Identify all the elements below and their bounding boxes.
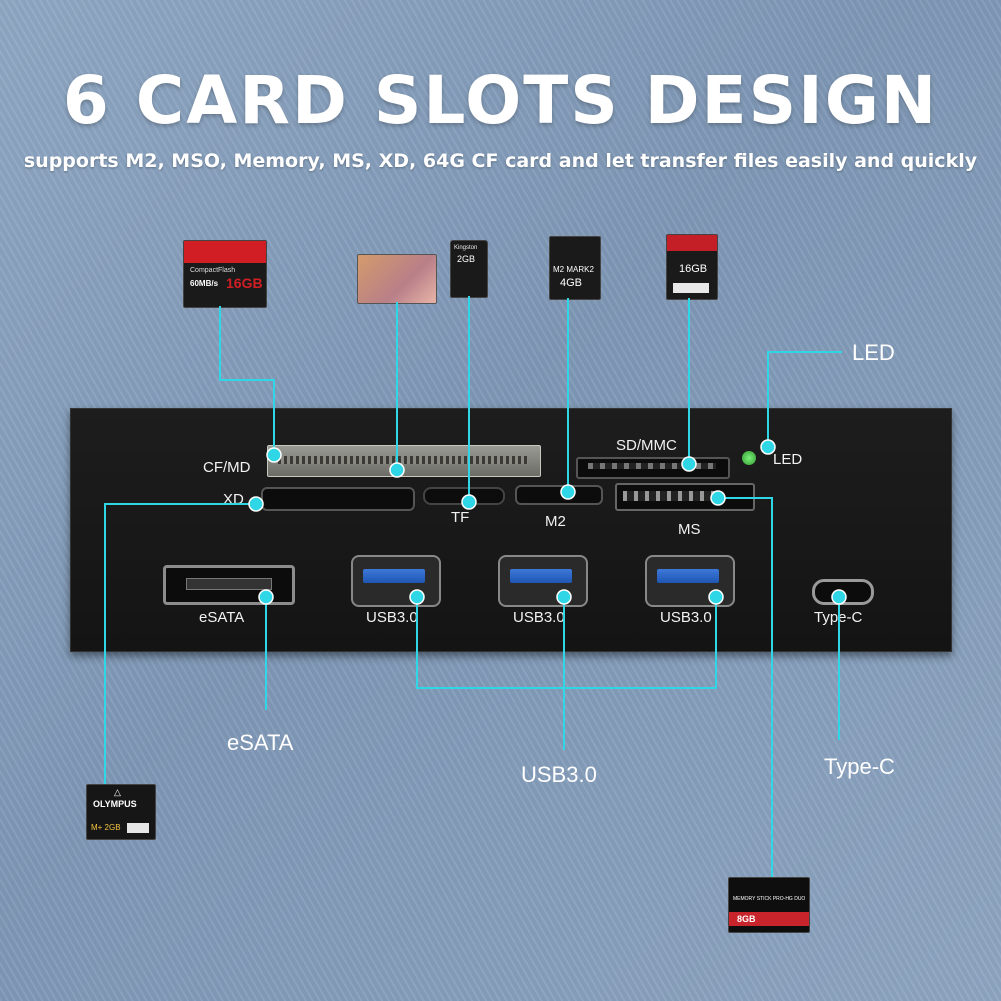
label-usb3-2: USB3.0 <box>513 609 565 626</box>
dot-tf <box>461 494 477 510</box>
callout-esata: eSATA <box>227 730 294 755</box>
label-tf: TF <box>451 509 470 526</box>
dot-usb1 <box>409 589 425 605</box>
tf-card-brand: Kingston <box>454 245 478 251</box>
cf-card-brand: CompactFlash <box>190 267 236 274</box>
label-sd-mmc: SD/MMC <box>616 437 677 454</box>
ms-card: MEMORY STICK PRO-HG DUO 8GB <box>728 877 810 933</box>
led-indicator <box>742 451 756 465</box>
cf-card-capacity: 16GB <box>226 275 263 291</box>
ms-card-capacity: 8GB <box>737 914 756 924</box>
line-usb <box>416 597 717 689</box>
label-usb3-1: USB3.0 <box>366 609 418 626</box>
sd-card-capacity: 16GB <box>679 263 708 275</box>
label-m2: M2 <box>545 513 566 530</box>
md-card <box>357 254 437 304</box>
xd-card-brand: OLYMPUS <box>93 799 137 809</box>
tf-card: Kingston 2GB <box>450 240 488 298</box>
callout-led: LED <box>852 340 895 365</box>
dot-esata <box>258 589 274 605</box>
sd-card: 16GB <box>666 234 718 300</box>
dot-cf <box>266 447 282 463</box>
line-led <box>767 351 842 447</box>
m2-card: M2 MARK2 4GB <box>549 236 601 300</box>
line-cf <box>219 306 275 455</box>
m2-card-text: M2 MARK2 <box>553 265 594 274</box>
xd-slot[interactable] <box>261 487 415 511</box>
label-usb3-3: USB3.0 <box>660 609 712 626</box>
xd-card: △ OLYMPUS M+ 2GB <box>86 784 156 840</box>
tf-card-capacity: 2GB <box>457 254 476 264</box>
dot-md <box>389 462 405 478</box>
dot-xd <box>248 496 264 512</box>
usb3-port-1[interactable] <box>351 555 441 607</box>
m2-slot[interactable] <box>515 485 603 505</box>
ms-card-name: MEMORY STICK PRO-HG DUO <box>733 896 806 902</box>
label-ms: MS <box>678 521 701 538</box>
callout-usb: USB3.0 <box>521 762 597 787</box>
page-title: 6 CARD SLOTS DESIGN <box>62 62 939 139</box>
dot-led <box>760 439 776 455</box>
xd-card-model: M+ 2GB <box>91 823 121 832</box>
label-esata: eSATA <box>199 609 245 626</box>
line-ms <box>718 497 773 877</box>
usb3-port-2[interactable] <box>498 555 588 607</box>
cf-card: CompactFlash 60MB/s 16GB <box>183 240 267 308</box>
label-led: LED <box>773 451 803 468</box>
dot-usb3 <box>708 589 724 605</box>
dot-ms <box>710 490 726 506</box>
dot-usb2 <box>556 589 572 605</box>
callout-type-c: Type-C <box>824 754 895 779</box>
page-subtitle: supports M2, MSO, Memory, MS, XD, 64G CF… <box>23 150 978 172</box>
dot-m2 <box>560 484 576 500</box>
m2-card-capacity: 4GB <box>560 277 583 289</box>
label-cf-md: CF/MD <box>203 459 251 476</box>
dot-type-c <box>831 589 847 605</box>
line-xd <box>104 503 256 784</box>
dot-sd <box>681 456 697 472</box>
cf-card-speed: 60MB/s <box>190 279 219 288</box>
